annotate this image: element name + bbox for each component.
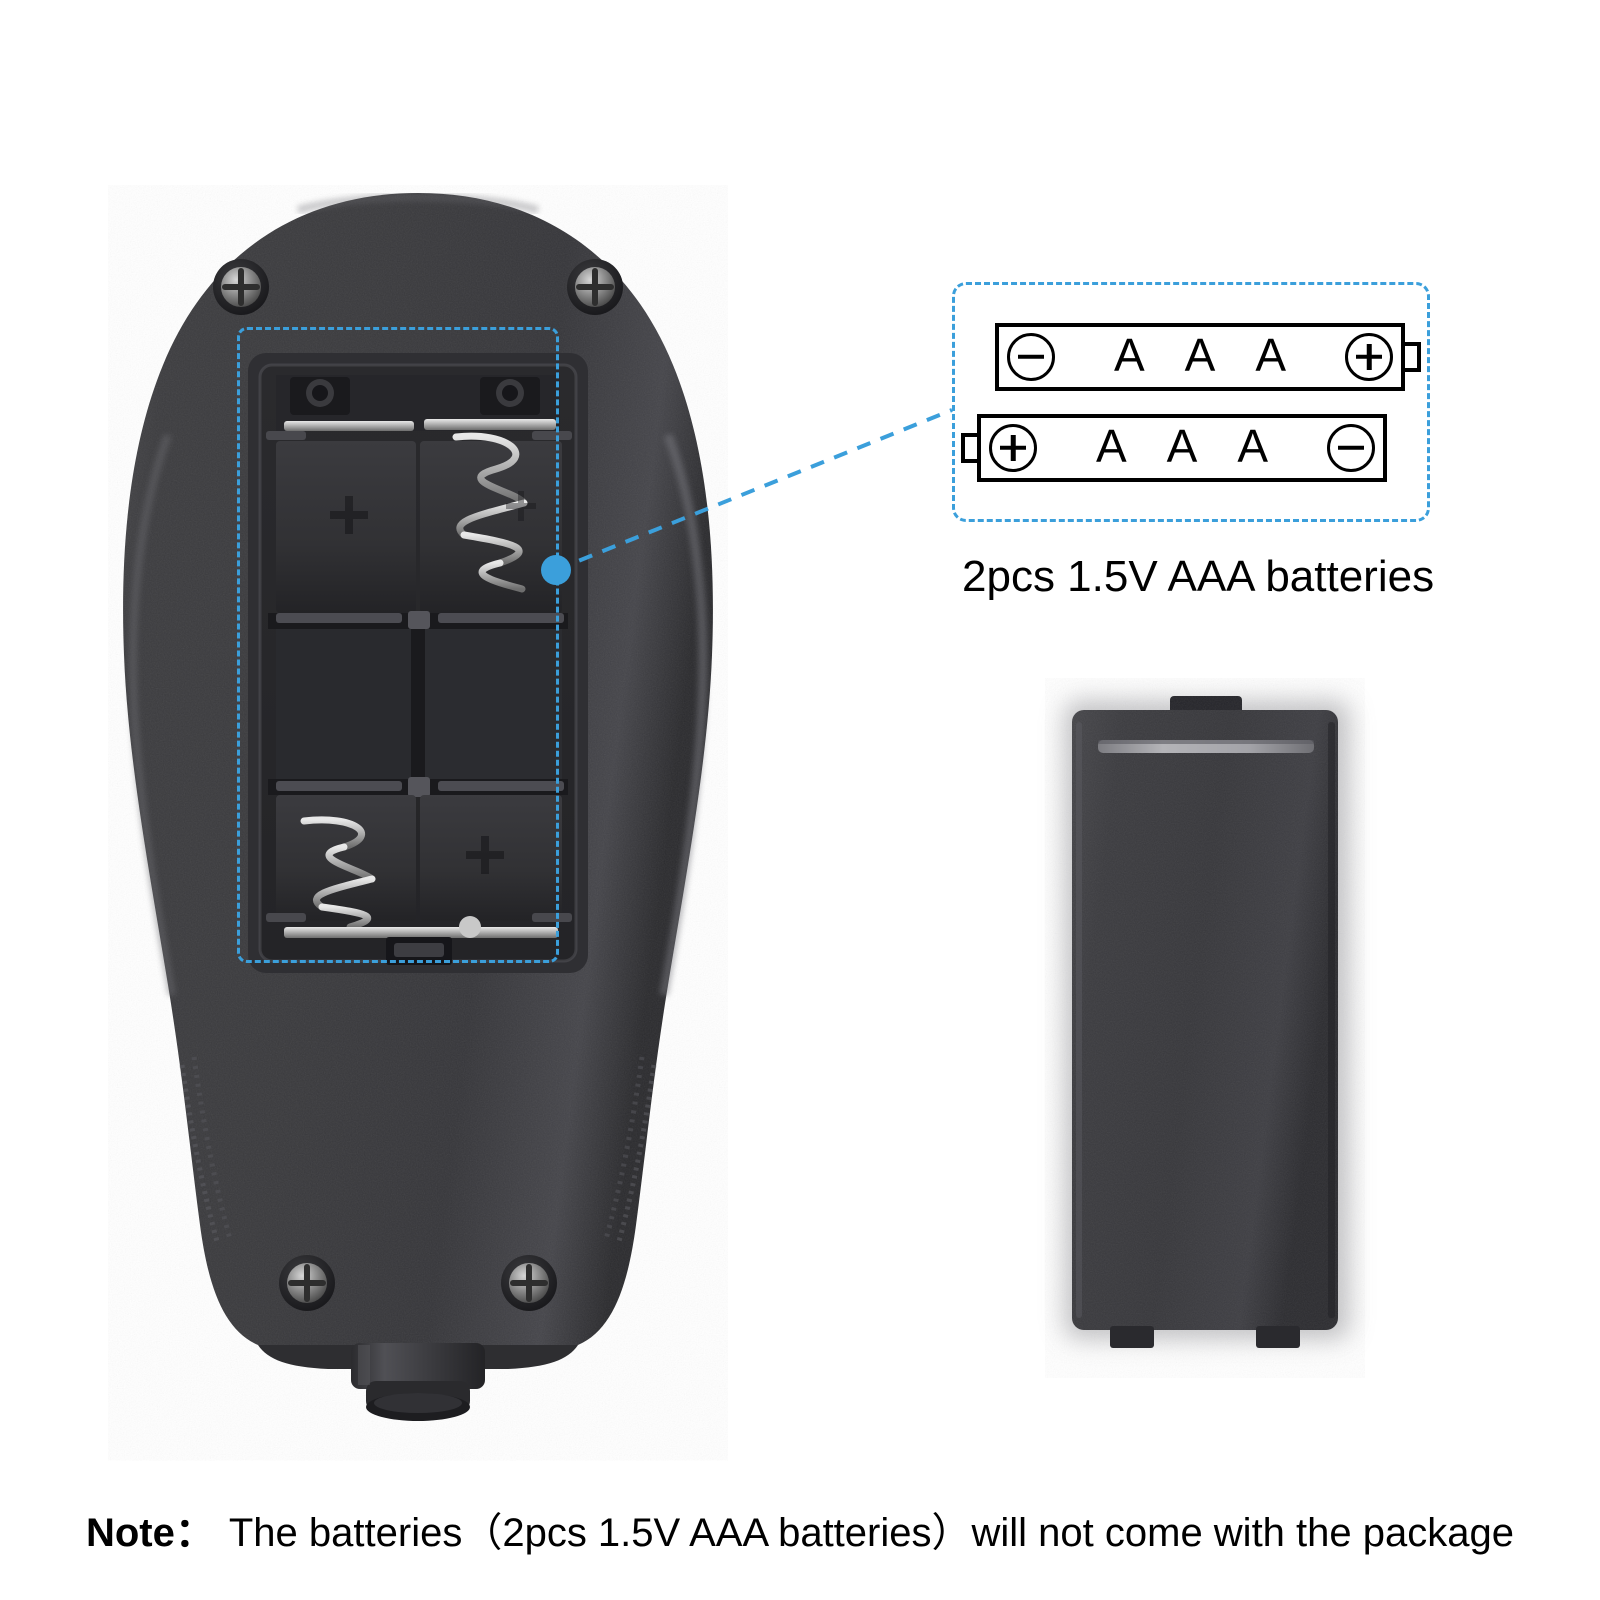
battery-letter: A bbox=[1255, 329, 1287, 381]
battery-compartment-highlight bbox=[237, 327, 559, 963]
screw-top-left bbox=[213, 259, 269, 315]
battery-spec-caption: 2pcs 1.5V AAA batteries bbox=[962, 552, 1435, 601]
cover-bottom-tab-left bbox=[1110, 1326, 1154, 1348]
cover-bottom-tab-right bbox=[1256, 1326, 1300, 1348]
screw-bottom-left bbox=[279, 1255, 335, 1311]
battery-positive-nub-left bbox=[961, 432, 978, 463]
battery-spring-top-right bbox=[452, 432, 528, 593]
battery-letter: A bbox=[1237, 420, 1269, 472]
screw-top-right bbox=[567, 259, 623, 315]
battery-2-right-terminal-minus-icon bbox=[1327, 423, 1375, 472]
slot-plus-marking-top-left bbox=[330, 496, 368, 534]
battery-letter: A bbox=[1095, 420, 1127, 472]
note-text: The batteries（2pcs 1.5V AAA batteries）wi… bbox=[228, 1511, 1514, 1555]
battery-letter: A bbox=[1184, 329, 1216, 381]
screw-bottom-right bbox=[501, 1255, 557, 1311]
note-label: Note： bbox=[85, 1511, 215, 1555]
slot-plus-marking-bottom-right bbox=[466, 836, 504, 874]
grip-texture bbox=[179, 1056, 657, 1246]
battery-letter: A bbox=[1166, 420, 1198, 472]
battery-spring-bottom-left bbox=[300, 816, 376, 931]
battery-cover-illustration bbox=[1030, 678, 1380, 1378]
battery-letter: A bbox=[1113, 329, 1145, 381]
cover-top-tab bbox=[1170, 696, 1242, 714]
battery-1-left-terminal-minus-icon bbox=[1007, 332, 1055, 381]
measuring-probe bbox=[351, 1343, 485, 1421]
note-bar: Note： The batteries（2pcs 1.5V AAA batteri… bbox=[0, 1500, 1600, 1558]
battery-positive-nub-right bbox=[1404, 341, 1421, 372]
battery-1-right-terminal-plus-icon bbox=[1345, 332, 1393, 381]
battery-2-left-terminal-plus-icon bbox=[989, 423, 1037, 472]
